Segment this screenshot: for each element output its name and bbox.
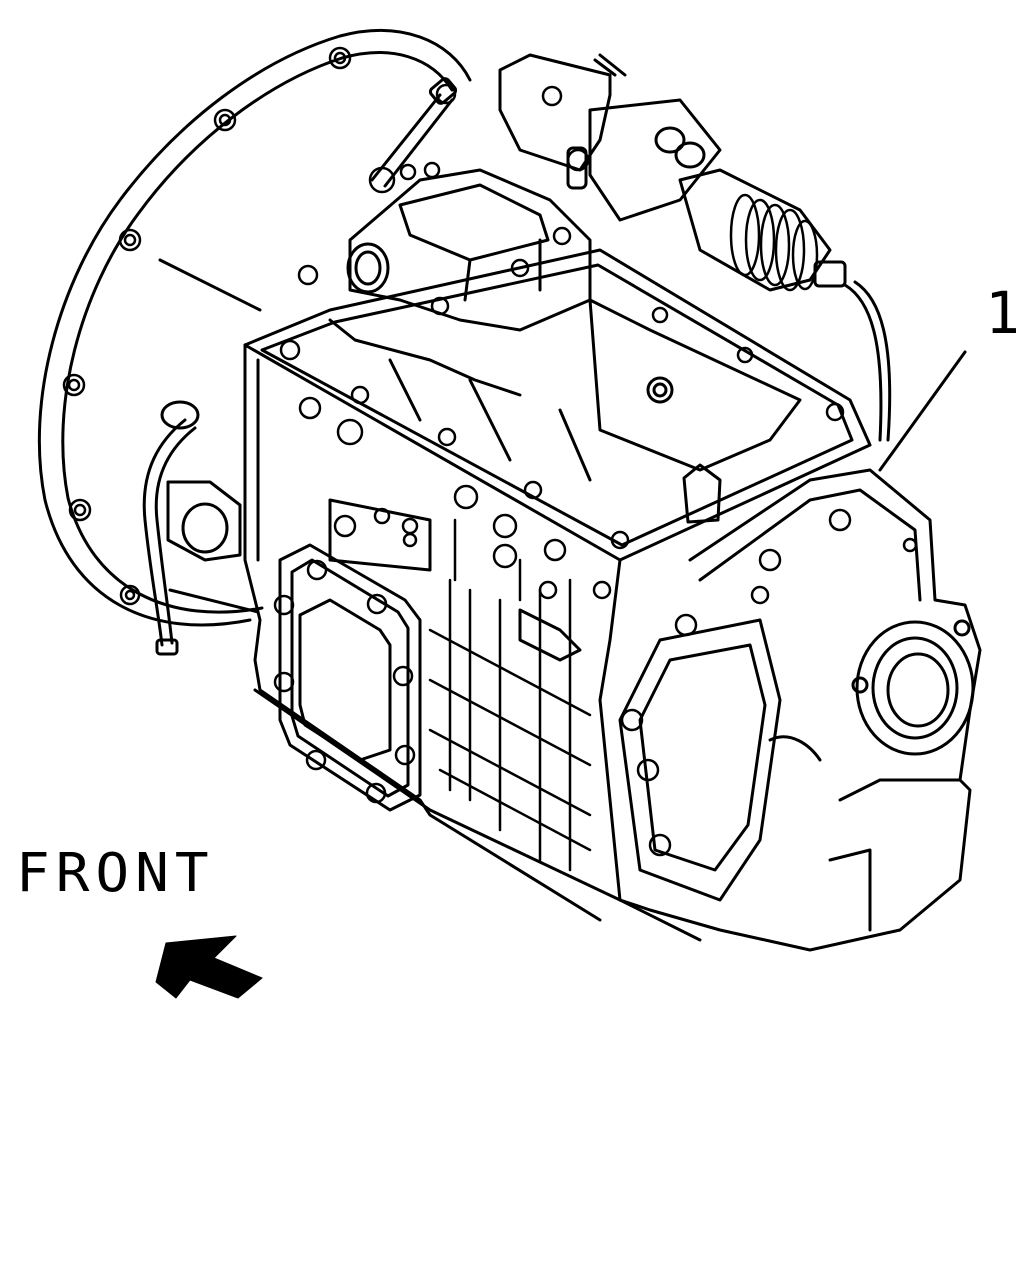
gearbox-case [243,248,872,942]
breather-pipe [142,400,200,656]
tower-bolts [297,83,590,316]
inspection-boss [166,480,242,562]
pto-cover [273,543,422,812]
air-cylinder [498,53,892,442]
clutch-housing [37,28,472,656]
rear-bolts [620,508,918,857]
front-label: FRONT [16,842,215,905]
callout-leader-line [878,350,967,472]
direction-arrow-icon [155,935,263,999]
rear-housing [618,468,982,952]
pto-cover-bolts [273,559,416,804]
case-bolts [279,306,845,600]
callout-number-1: 1 [985,279,1024,347]
shift-tower [297,83,802,524]
housing-bolts [62,46,352,606]
output-flange [851,619,975,756]
case-ribs [428,518,592,872]
cylinder-bellows [729,193,819,292]
control-cable [370,77,458,188]
